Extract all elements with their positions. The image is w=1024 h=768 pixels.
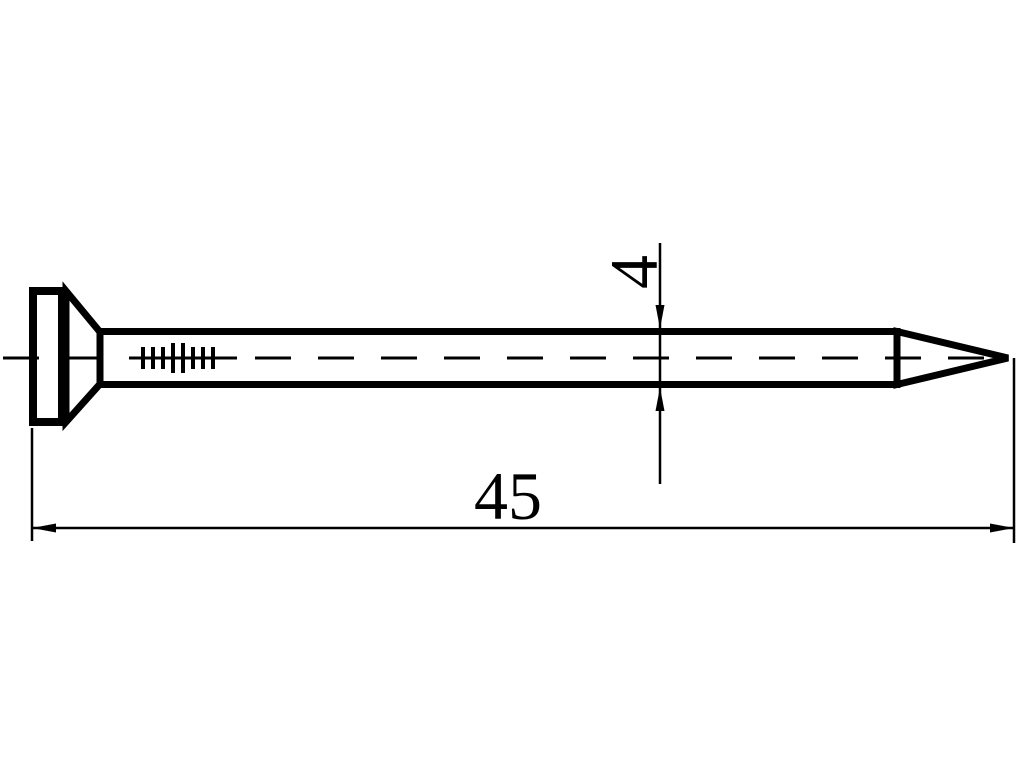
length-arrow-right-icon xyxy=(990,523,1014,533)
diameter-arrow-top-icon xyxy=(655,305,665,329)
diameter-label: 4 xyxy=(596,255,672,289)
diameter-arrow-bottom-icon xyxy=(655,387,665,411)
length-dimension: 45 xyxy=(30,358,1016,543)
length-label: 45 xyxy=(474,458,542,534)
nail-outline xyxy=(29,281,1009,432)
diameter-dimension: 4 xyxy=(596,243,672,484)
length-arrow-left-icon xyxy=(32,523,56,533)
knurl-marks xyxy=(133,343,237,373)
